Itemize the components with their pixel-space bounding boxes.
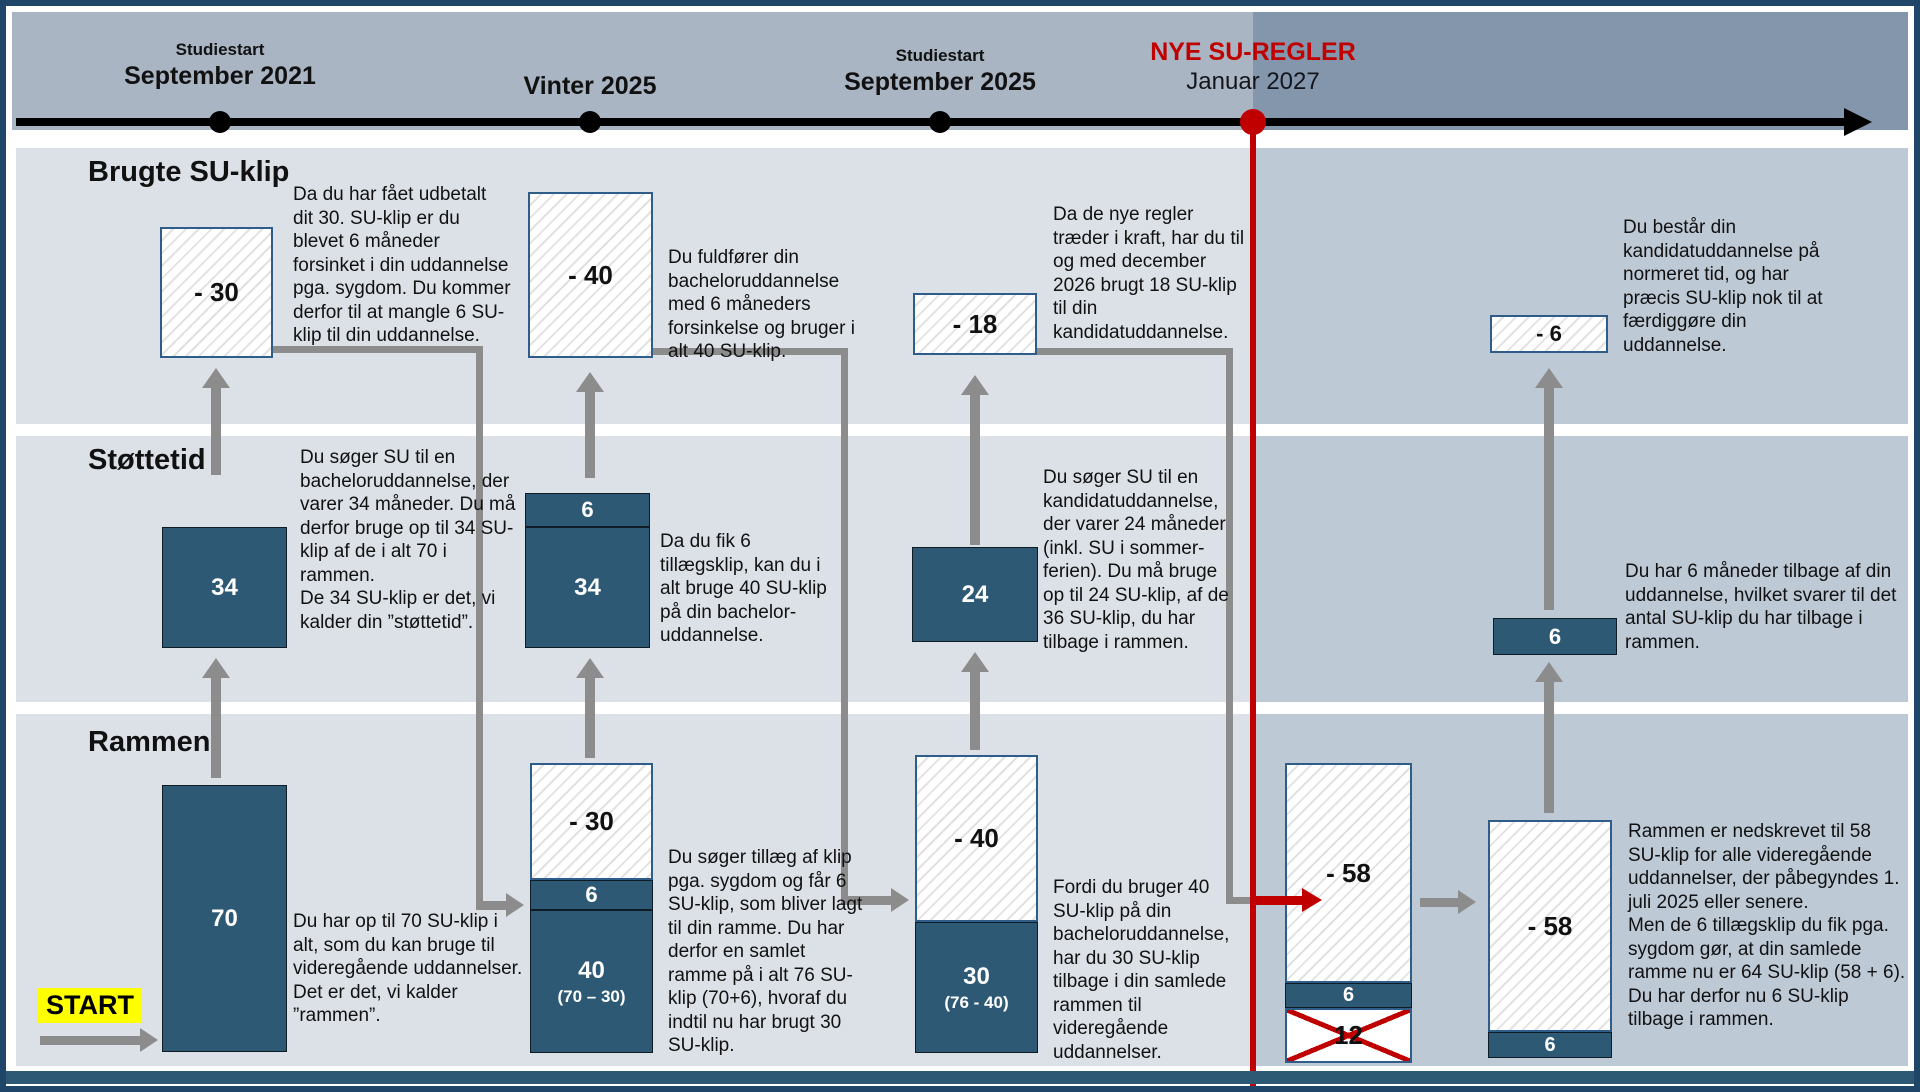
- milestone-sep2021-caption: Studiestart: [175, 40, 265, 59]
- note-used-6: Du består din kandidatuddannelse på norm…: [1623, 217, 1823, 356]
- frame-box-40-vinter: 40 (70 – 30): [530, 910, 653, 1053]
- used-clips-box-minus6: - 6: [1490, 315, 1608, 353]
- milestone-dot-sep2021: [209, 111, 231, 133]
- frame-box-6-vinter: 6: [530, 880, 653, 910]
- row-label-frame: Rammen: [88, 726, 211, 758]
- frame-box-30-sub: (76 - 40): [944, 992, 1009, 1012]
- note-used-18: Da de nye regler træder i kraft, har du …: [1053, 204, 1245, 343]
- note-frame-nedskrevet: Rammen er nedskrevet til 58 SU-klip for …: [1628, 821, 1906, 1031]
- arrow-up-frame-to-support-right-icon: [1535, 662, 1563, 813]
- note-frame-tillaeg: Du søger tillæg af klip pga. sygdom og f…: [668, 847, 863, 1057]
- used-clips-box-minus18: - 18: [913, 293, 1037, 355]
- arrow-up-frame-to-support-sep-icon: [961, 652, 989, 750]
- arrow-up-frame-to-support-vinter-icon: [576, 658, 604, 758]
- connector-18-horizontal: [1037, 348, 1233, 355]
- milestone-vinter2025-label: Vinter 2025: [523, 72, 657, 100]
- used-clips-box-minus40: - 40: [528, 192, 653, 358]
- milestone-sep2025-label: September 2025: [844, 68, 1036, 96]
- start-badge: START: [38, 988, 142, 1023]
- new-rules-title: NYE SU-REGLER: [1150, 38, 1356, 66]
- frame-box-minus30-vinter: - 30: [530, 763, 653, 880]
- frame-box-6-right58: 6: [1488, 1032, 1612, 1058]
- connector-30-vertical: [476, 346, 483, 906]
- support-box-6-right: 6: [1493, 618, 1617, 655]
- row-used-clips-after-rules-tint: [1256, 148, 1908, 424]
- frame-box-40-sub: (70 – 30): [557, 986, 626, 1006]
- row-support-after-rules-tint: [1256, 436, 1908, 702]
- connector-30-arrow-icon: [476, 893, 524, 917]
- connector-40-arrow-icon: [841, 888, 909, 912]
- arrow-up-40-to-40-icon: [576, 372, 604, 478]
- frame-box-40-value: 40: [578, 956, 605, 984]
- milestone-dot-jan2027: [1240, 109, 1266, 135]
- frame-box-minus58-left: - 58: [1285, 763, 1412, 983]
- support-box-34-vinter: 34: [525, 527, 650, 648]
- new-rules-red-arrow-icon: [1252, 888, 1322, 912]
- note-support-6-left: Du har 6 måneder tilbage af din uddannel…: [1625, 561, 1897, 653]
- connector-40-horizontal: [653, 348, 848, 355]
- note-support-34: Du søger SU til en bacheloruddannelse, d…: [300, 447, 516, 633]
- connector-40-vertical: [841, 348, 848, 900]
- bottom-accent-bar: [6, 1071, 1914, 1084]
- row-label-used-clips: Brugte SU-klip: [88, 156, 290, 188]
- frame-box-minus40-sep: - 40: [915, 755, 1038, 922]
- frame-box-minus58-right: - 58: [1488, 820, 1612, 1032]
- note-used-30: Da du har fået udbetalt dit 30. SU-klip …: [293, 184, 511, 347]
- frame-box-30-sep: 30 (76 - 40): [915, 922, 1038, 1053]
- frame-box-6-left58: 6: [1285, 983, 1412, 1008]
- arrow-up-70-to-34-icon: [202, 658, 230, 778]
- note-frame-70: Du har op til 70 SU-klip i alt, som du k…: [293, 911, 523, 1027]
- connector-30-horizontal: [273, 346, 483, 353]
- frame-box-70: 70: [162, 785, 287, 1052]
- new-rules-date: Januar 2027: [1186, 68, 1320, 95]
- support-box-24: 24: [912, 547, 1038, 642]
- milestone-dot-sep2025: [929, 111, 951, 133]
- new-rules-divider-line: [1250, 120, 1256, 1086]
- timeline-arrowhead-icon: [1844, 108, 1872, 136]
- arrow-up-34-to-30-icon: [202, 368, 230, 475]
- timeline-band-after-new-rules: [1253, 12, 1908, 130]
- note-frame-30-left: Fordi du bruger 40 SU-klip på din bachel…: [1053, 877, 1230, 1063]
- note-support-kandidat: Du søger SU til en kandidatuddannelse, d…: [1043, 467, 1229, 653]
- milestone-sep2025-caption: Studiestart: [895, 46, 985, 65]
- connector-18-to-redline: [1226, 897, 1256, 904]
- support-box-6-extra: 6: [525, 493, 650, 527]
- connector-18-vertical: [1226, 348, 1233, 904]
- note-used-40: Du fuldfører din bacheloruddannelse med …: [668, 247, 855, 363]
- frame-box-30-value: 30: [963, 962, 990, 990]
- used-clips-box-minus30: - 30: [160, 227, 273, 358]
- support-box-34: 34: [162, 527, 287, 648]
- note-support-tillaegsklip: Da du fik 6 tillægsklip, kan du i alt br…: [660, 531, 827, 647]
- row-label-support-time: Støttetid: [88, 444, 206, 476]
- frame-box-12-crossed: 12: [1285, 1008, 1412, 1063]
- milestone-dot-vinter2025: [579, 111, 601, 133]
- start-arrow-icon: [40, 1028, 158, 1052]
- arrow-up-24-to-18-icon: [961, 375, 989, 545]
- milestone-sep2021-label: September 2021: [124, 62, 316, 90]
- arrow-up-6-to-6-icon: [1535, 368, 1563, 610]
- connector-58-arrow-icon: [1420, 890, 1476, 914]
